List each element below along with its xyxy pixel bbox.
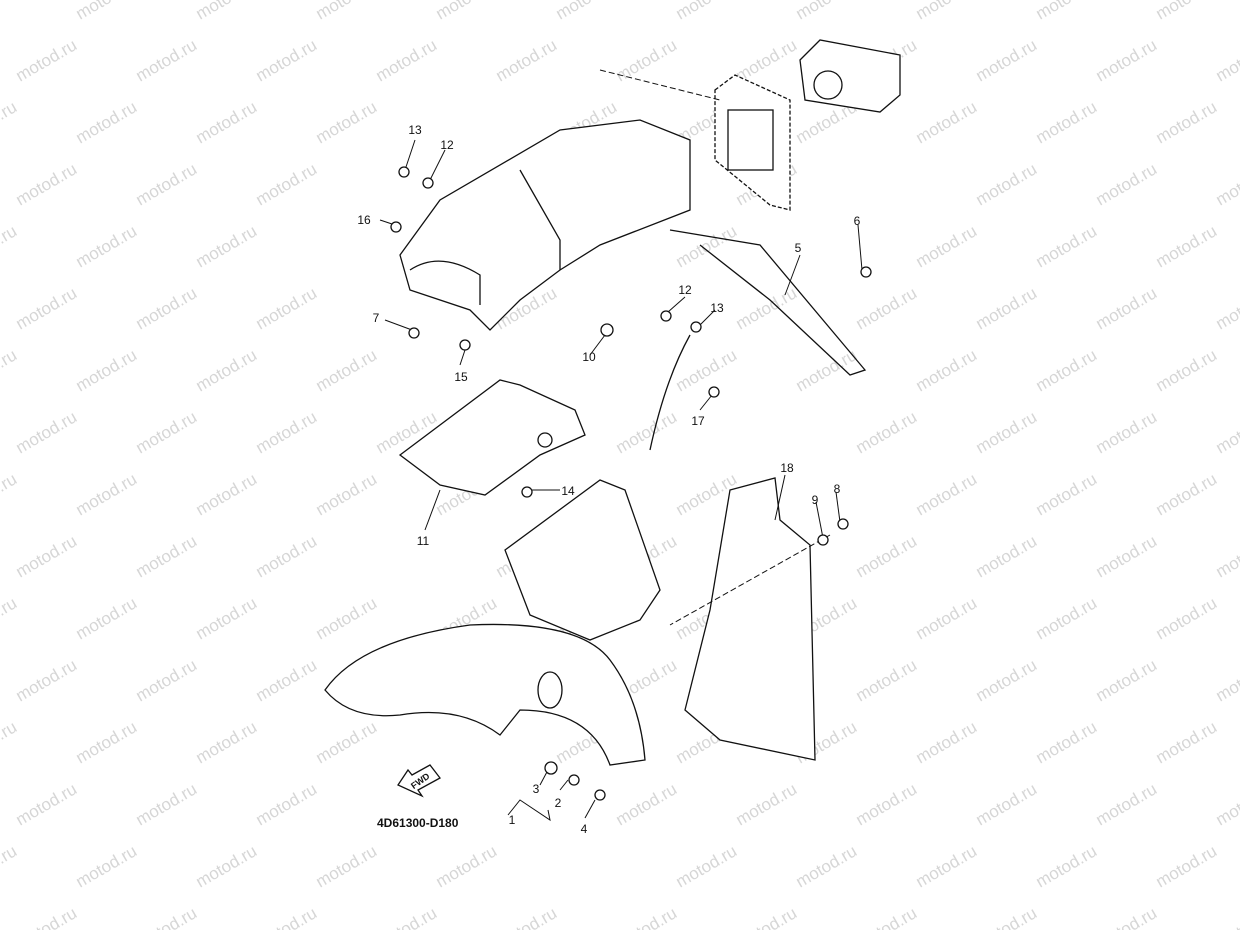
callout-7: 7: [372, 311, 380, 325]
callout-6: 6: [853, 214, 861, 228]
callout-8: 8: [833, 482, 841, 496]
callout-12: 12: [678, 283, 692, 297]
frame-section: [504, 334, 691, 641]
tail-light: [714, 39, 901, 211]
front-fender: [324, 623, 646, 766]
mud-flap: [684, 477, 816, 761]
callout-13: 13: [710, 301, 724, 315]
callout-5: 5: [794, 241, 802, 255]
callout-2: 2: [554, 796, 562, 810]
callout-4: 4: [580, 822, 588, 836]
diagram-code: 4D61300-D180: [377, 816, 459, 830]
callout-18: 18: [780, 461, 794, 475]
fender-stay: [398, 379, 586, 496]
callout-17: 17: [691, 414, 705, 428]
callout-9: 9: [811, 493, 819, 507]
callout-13: 13: [408, 123, 422, 137]
callout-1: 1: [508, 813, 516, 827]
fwd-arrow-icon: [397, 764, 441, 798]
leader-lines: [379, 69, 863, 822]
fasteners: [390, 166, 872, 801]
callout-14: 14: [561, 484, 575, 498]
rear-fender: [399, 119, 867, 376]
callout-12: 12: [440, 138, 454, 152]
callout-3: 3: [532, 782, 540, 796]
callout-10: 10: [582, 350, 596, 364]
callout-15: 15: [454, 370, 468, 384]
callout-16: 16: [357, 213, 371, 227]
callout-11: 11: [416, 534, 430, 548]
